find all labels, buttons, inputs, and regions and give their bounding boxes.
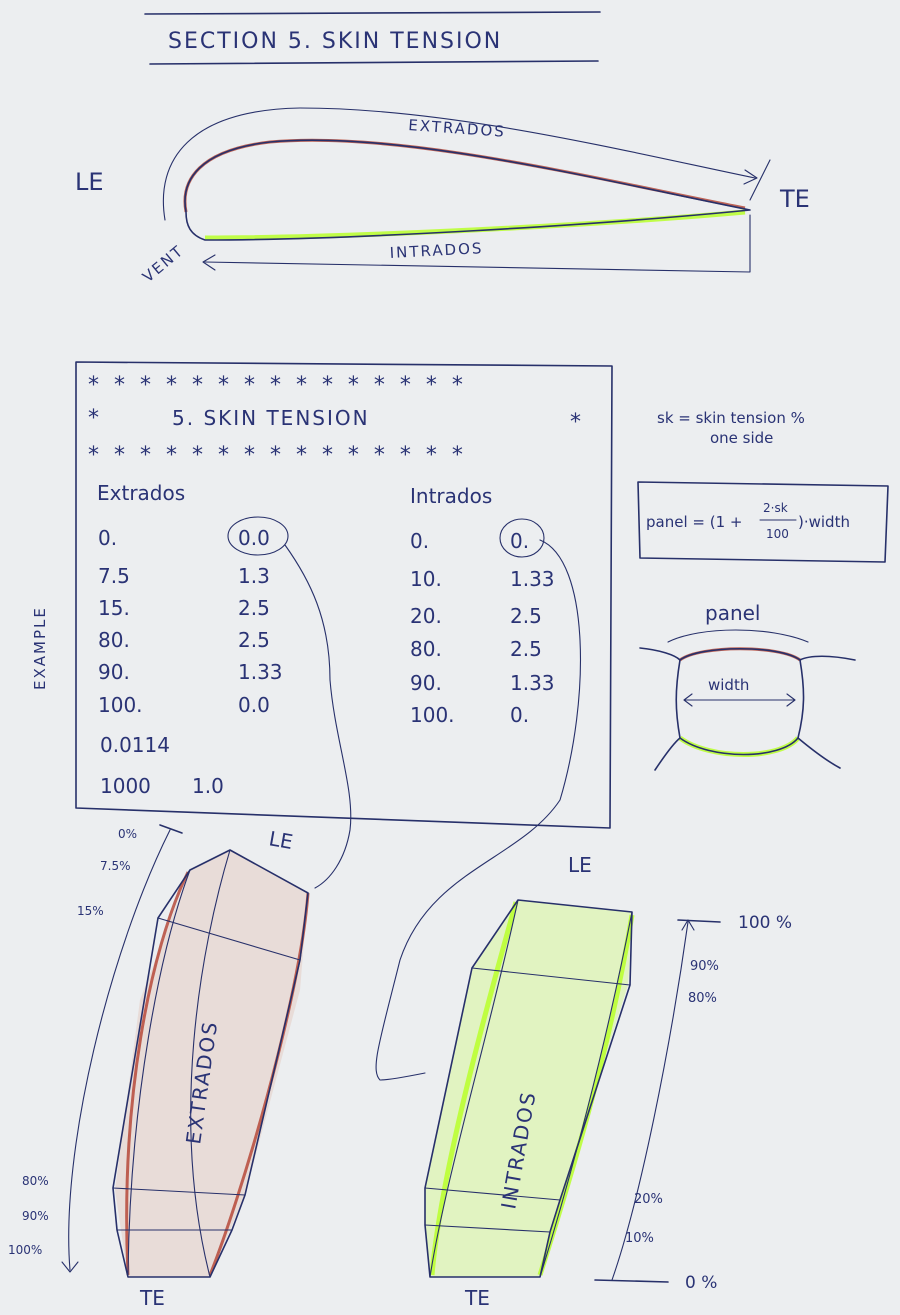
intrados-cell: 1.33 [510, 671, 555, 695]
extrados-circle-marker [227, 516, 289, 556]
intrados-cell: 20. [410, 604, 442, 628]
connector-intrados [375, 539, 582, 1081]
star-right: * [570, 410, 581, 435]
intrados-arrow [204, 214, 751, 273]
intrados-tick: 0 % [685, 1273, 717, 1293]
width-label: width [708, 676, 749, 694]
extrados-scale [68, 829, 171, 1271]
extrados-tick: 15% [77, 904, 104, 918]
title-block: SECTION 5. SKIN TENSION [144, 11, 601, 65]
intrados-cell: 90. [410, 671, 442, 695]
extrados-tick: 100% [8, 1243, 42, 1257]
example-label: EXAMPLE [31, 606, 49, 690]
star-left: * [88, 406, 99, 431]
intrados-cell: 100. [410, 703, 455, 727]
intrados-cell: 0. [510, 703, 529, 727]
sk-definition-2: one side [710, 429, 773, 447]
extrados-cell: 0. [98, 526, 117, 550]
formula-left: panel = (1 + [646, 513, 742, 531]
extrados-cell: 2.5 [238, 628, 270, 652]
formula-box [637, 481, 889, 563]
stars-row-bottom: * * * * * * * * * * * * * * * [88, 443, 467, 468]
extrados-cell: 100. [98, 693, 143, 717]
extrados-tick: 7.5% [100, 859, 131, 873]
intrados-cell: 1.33 [510, 567, 555, 591]
intrados-scale [611, 921, 689, 1281]
airfoil-outline [184, 139, 751, 241]
intrados-tick: 20% [634, 1192, 663, 1207]
intrados-cell: 0. [410, 529, 429, 553]
intrados-le-label: LE [568, 853, 592, 877]
extra-line-1: 0.0114 [100, 733, 170, 757]
extrados-cell: 0.0 [238, 526, 270, 550]
intrados-tick: 10% [625, 1231, 654, 1246]
extrados-cell: 15. [98, 596, 130, 620]
connector-extrados [284, 544, 352, 889]
extrados-te-label: TE [139, 1286, 165, 1310]
extrados-cell: 80. [98, 628, 130, 652]
extrados-cell: 7.5 [98, 564, 130, 588]
intrados-panel: LE TE INTRADOS 100 % 90% 80% 20% 10% 0 % [424, 853, 792, 1310]
extrados-panel: LE TE EXTRADOS 0% 7.5% 15% 80% 90% 100% [8, 824, 310, 1310]
sk-definition: sk = skin tension % [657, 409, 805, 427]
page-title: SECTION 5. SKIN TENSION [168, 29, 502, 54]
extrados-cell: 1.33 [238, 660, 283, 684]
te-label: TE [779, 185, 810, 213]
intrados-tick: 90% [690, 959, 719, 974]
extra-line-2a: 1000 [100, 774, 151, 798]
extrados-tick: 0% [118, 827, 137, 841]
extrados-tick: 90% [22, 1209, 49, 1223]
notes: sk = skin tension % one side panel = (1 … [637, 409, 889, 563]
intrados-cell: 10. [410, 567, 442, 591]
intrados-tick: 80% [688, 991, 717, 1006]
intrados-te-label: TE [464, 1286, 490, 1310]
box-heading: 5. SKIN TENSION [172, 406, 370, 430]
extrados-tick: 80% [22, 1174, 49, 1188]
formula-denominator: 100 [766, 527, 789, 541]
extrados-cell: 0.0 [238, 693, 270, 717]
extrados-le-label: LE [267, 826, 295, 854]
stars-row-top: * * * * * * * * * * * * * * * [88, 373, 467, 398]
extrados-label: EXTRADOS [408, 116, 507, 141]
extrados-header: Extrados [97, 481, 185, 505]
extrados-cell: 90. [98, 660, 130, 684]
formula-right: )·width [798, 513, 850, 531]
extra-line-2b: 1.0 [192, 774, 224, 798]
panel-width-diagram: panel width [639, 601, 856, 771]
le-label: LE [75, 168, 104, 196]
intrados-cell: 2.5 [510, 637, 542, 661]
extrados-arrow [162, 107, 756, 221]
intrados-header: Intrados [410, 484, 492, 508]
formula-numerator: 2·sk [763, 501, 788, 515]
example-input-box: * * * * * * * * * * * * * * * * 5. SKIN … [75, 361, 613, 829]
intrados-cell: 0. [510, 529, 529, 553]
airfoil-diagram: LE TE EXTRADOS INTRADOS VENT [75, 107, 810, 286]
extrados-cell: 2.5 [238, 596, 270, 620]
panel-label: panel [705, 601, 761, 625]
intrados-tick: 100 % [738, 913, 792, 933]
extrados-cell: 1.3 [238, 564, 270, 588]
intrados-cell: 80. [410, 637, 442, 661]
intrados-circle-marker [499, 518, 545, 558]
intrados-label: INTRADOS [389, 239, 484, 262]
intrados-cell: 2.5 [510, 604, 542, 628]
vent-label: VENT [139, 241, 187, 286]
